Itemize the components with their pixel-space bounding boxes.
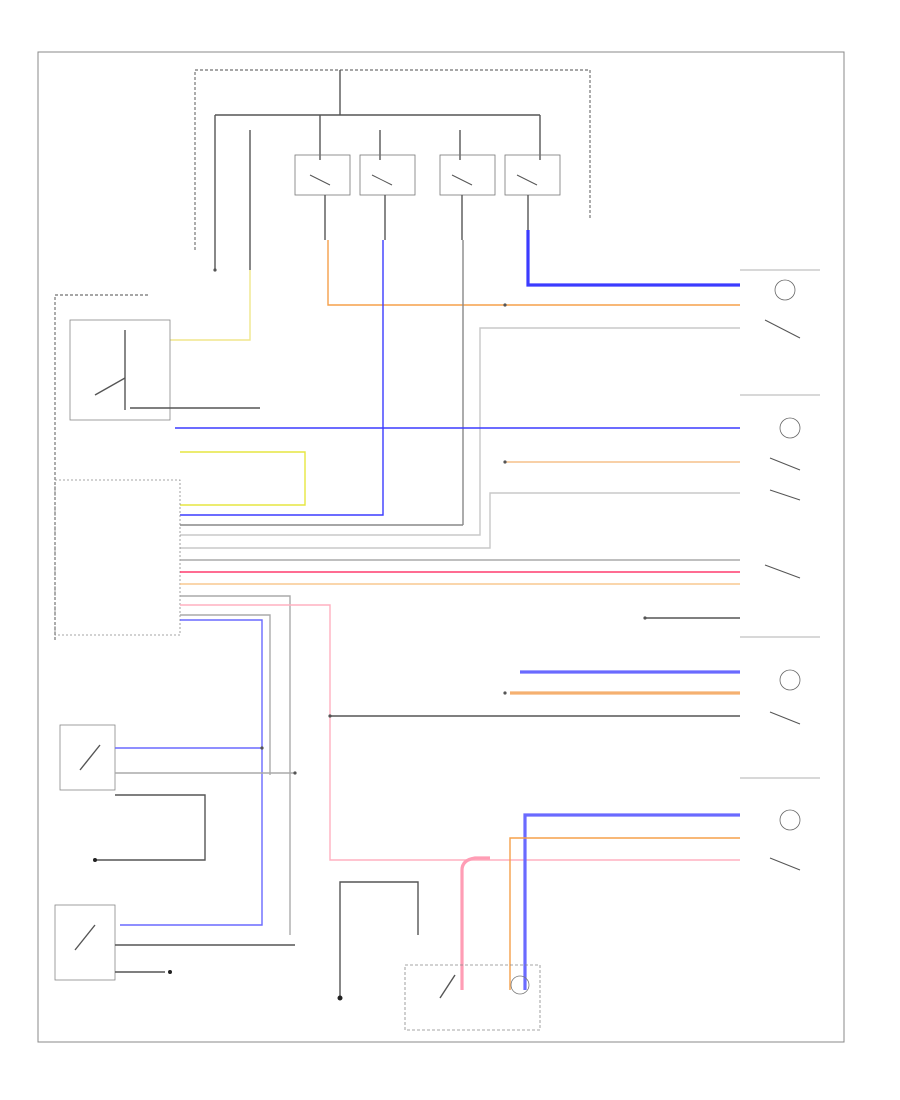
top-fuse-block bbox=[194, 69, 591, 270]
front-left-door-lock-actuator bbox=[59, 724, 116, 791]
diagram-frame bbox=[37, 51, 845, 1043]
front-left-door-module bbox=[54, 294, 171, 640]
wire-blue-rear bbox=[523, 813, 740, 990]
right-component-1 bbox=[740, 269, 820, 339]
right-component-5 bbox=[740, 777, 820, 871]
ecu-block bbox=[54, 479, 181, 636]
relay-4 bbox=[504, 154, 561, 196]
right-component-4 bbox=[740, 636, 820, 725]
relay-2 bbox=[359, 154, 416, 196]
relay-3 bbox=[439, 154, 496, 196]
relay-1 bbox=[294, 154, 351, 196]
wire-pink-rear bbox=[460, 856, 490, 990]
wire-yellow bbox=[170, 270, 306, 506]
rear-door-lock-module bbox=[404, 964, 541, 1031]
right-component-3 bbox=[764, 564, 801, 579]
wire-light-pink bbox=[180, 604, 740, 861]
ground-point bbox=[337, 995, 343, 1001]
wire-blue-top bbox=[526, 230, 740, 287]
right-component-2 bbox=[740, 394, 820, 501]
passenger-door-lock-actuator bbox=[54, 904, 116, 981]
wire-blue-vertical bbox=[180, 240, 384, 516]
wire-orange-rear bbox=[509, 837, 740, 990]
wire-orange-top bbox=[327, 240, 740, 306]
